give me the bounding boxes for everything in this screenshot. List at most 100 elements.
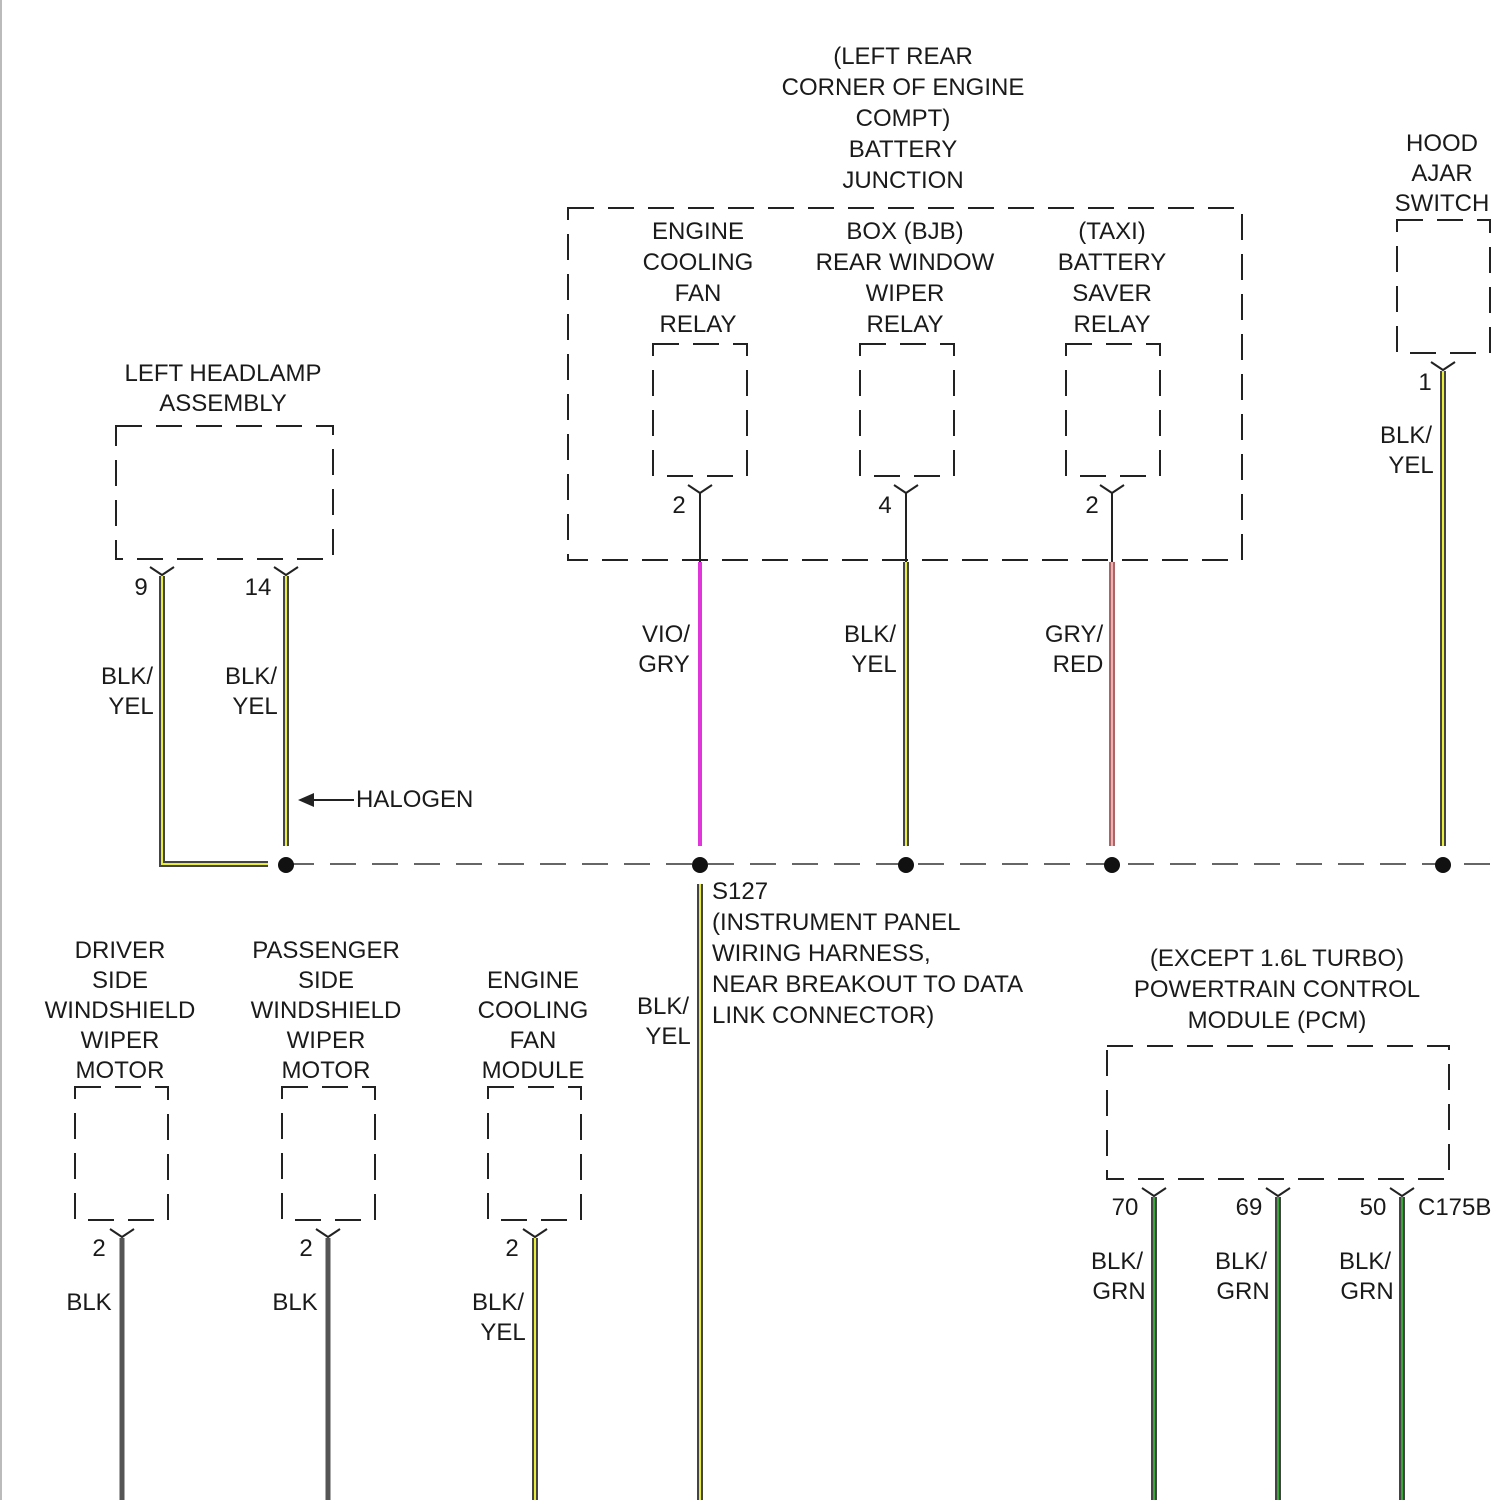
halogen-label: HALOGEN (356, 786, 473, 813)
wire-label: BLK (66, 1289, 111, 1316)
wire-label: YEL (645, 1023, 690, 1050)
fan-relay-label-line: FAN (675, 280, 722, 307)
splice-location-line: (INSTRUMENT PANEL (712, 909, 960, 936)
saver-relay-connector (1100, 485, 1124, 493)
wire-label: BLK/ (637, 993, 689, 1020)
hood-switch-connector (1431, 362, 1455, 370)
wire-label: YEL (108, 693, 153, 720)
wiper-relay-connector (894, 485, 918, 493)
bjb-title-line: BATTERY (849, 136, 957, 163)
wire-label: BLK/ (1215, 1248, 1267, 1275)
wire-label: RED (1053, 651, 1104, 678)
saver-relay-box (1066, 344, 1160, 476)
fan-module-connector (523, 1229, 547, 1237)
pcm-label-line: POWERTRAIN CONTROL (1134, 976, 1420, 1003)
fan-relay-connector (688, 485, 712, 493)
headlamp-connector-14 (274, 567, 298, 575)
wire-label: VIO/ (642, 621, 690, 648)
passenger-wiper-box (282, 1087, 375, 1220)
fan-relay-label-line: ENGINE (652, 218, 744, 245)
splice-dot (278, 857, 294, 873)
hood-switch-label-line: HOOD (1406, 130, 1478, 157)
driver-wiper-label-line: WIPER (81, 1027, 160, 1054)
pcm-label-line: (EXCEPT 1.6L TURBO) (1150, 945, 1404, 972)
wire-label: GRN (1092, 1278, 1145, 1305)
saver-relay-label-line: RELAY (1074, 311, 1151, 338)
wire-label: GRY (638, 651, 690, 678)
driver-wiper-label: DRIVER SIDE WINDSHIELD WIPER MOTOR (45, 937, 196, 1084)
driver-wiper-connector (110, 1229, 134, 1237)
hood-switch-label-line: SWITCH (1395, 190, 1490, 217)
fan-module-label-line: COOLING (478, 997, 589, 1024)
wiper-relay-box (860, 344, 954, 476)
bjb-title-line: CORNER OF ENGINE (782, 74, 1025, 101)
wire-label: YEL (1388, 452, 1433, 479)
passenger-wiper-label-line: WIPER (287, 1027, 366, 1054)
wiper-relay-label-line: RELAY (867, 311, 944, 338)
wire-label: YEL (480, 1319, 525, 1346)
pcm-connector-id: C175B (1418, 1194, 1491, 1221)
wire-label: BLK/ (1091, 1248, 1143, 1275)
wire-label: BLK (272, 1289, 317, 1316)
wire-headlamp-9 (162, 576, 268, 864)
headlamp-label-line: ASSEMBLY (159, 390, 287, 417)
halogen-callout: HALOGEN (298, 786, 473, 813)
passenger-wiper-pin-number: 2 (299, 1235, 312, 1262)
fan-relay-box (653, 344, 747, 476)
wire-label: GRN (1216, 1278, 1269, 1305)
passenger-wiper-label-line: MOTOR (282, 1057, 371, 1084)
bjb-title-line: JUNCTION (842, 167, 963, 194)
splice-dot (1104, 857, 1120, 873)
splice-location-line: LINK CONNECTOR) (712, 1002, 934, 1029)
headlamp-box (116, 426, 333, 559)
headlamp-label-line: LEFT HEADLAMP (125, 360, 322, 387)
headlamp-pin-14: 14 (245, 574, 272, 601)
driver-wiper-label-line: SIDE (92, 967, 148, 994)
wiper-relay-pin-number: 4 (878, 492, 891, 519)
splice-dot (898, 857, 914, 873)
hood-switch-label: HOOD AJAR SWITCH (1395, 130, 1490, 217)
fan-relay-label-line: COOLING (643, 249, 754, 276)
wire-label: BLK/ (225, 663, 277, 690)
wire-label: BLK/ (1380, 422, 1432, 449)
fan-relay-pin-number: 2 (672, 492, 685, 519)
saver-relay-label: (TAXI) BATTERY SAVER RELAY (1058, 218, 1166, 338)
driver-wiper-label-line: MOTOR (76, 1057, 165, 1084)
wire-label: BLK/ (844, 621, 896, 648)
splice-location-line: WIRING HARNESS, (712, 940, 931, 967)
passenger-wiper-label-line: SIDE (298, 967, 354, 994)
fan-module-box (488, 1087, 581, 1220)
pcm-connector-70 (1142, 1188, 1166, 1196)
saver-relay-pin-number: 2 (1085, 492, 1098, 519)
fan-module-label-line: FAN (510, 1027, 557, 1054)
fan-module-pin-number: 2 (505, 1235, 518, 1262)
headlamp-label: LEFT HEADLAMP ASSEMBLY (125, 360, 322, 417)
arrow-left-icon (298, 793, 314, 807)
hood-switch-label-line: AJAR (1411, 160, 1472, 187)
fan-module-label: ENGINE COOLING FAN MODULE (478, 967, 589, 1084)
pcm-connector-69 (1266, 1188, 1290, 1196)
wiper-relay-label-line: WIPER (866, 280, 945, 307)
splice-location-line: NEAR BREAKOUT TO DATA (712, 971, 1023, 998)
passenger-wiper-label: PASSENGER SIDE WINDSHIELD WIPER MOTOR (251, 937, 402, 1084)
saver-relay-label-line: (TAXI) (1078, 218, 1146, 245)
saver-relay-label-line: BATTERY (1058, 249, 1166, 276)
wire-label: YEL (851, 651, 896, 678)
headlamp-pin-9: 9 (134, 574, 147, 601)
pcm-label-line: MODULE (PCM) (1188, 1007, 1367, 1034)
bjb-title-line: (LEFT REAR (833, 43, 973, 70)
wire-label: YEL (232, 693, 277, 720)
pcm-connector-50 (1390, 1188, 1414, 1196)
fan-module-label-line: ENGINE (487, 967, 579, 994)
hood-switch-box (1397, 220, 1490, 353)
pcm-label: (EXCEPT 1.6L TURBO) POWERTRAIN CONTROL M… (1134, 945, 1420, 1034)
saver-relay-label-line: SAVER (1072, 280, 1152, 307)
splice-id: S127 (712, 878, 768, 905)
bjb-title: (LEFT REAR CORNER OF ENGINE COMPT) BATTE… (782, 43, 1025, 194)
bjb-title-line: COMPT) (856, 105, 951, 132)
pcm-pin-69: 69 (1236, 1194, 1263, 1221)
fan-module-label-line: MODULE (482, 1057, 585, 1084)
fan-relay-label: ENGINE COOLING FAN RELAY (643, 218, 754, 338)
wire-label: BLK/ (101, 663, 153, 690)
